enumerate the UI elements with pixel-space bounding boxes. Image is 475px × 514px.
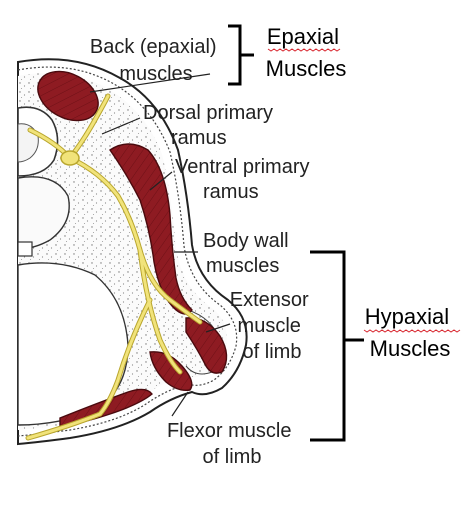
spellcheck-underline-hypaxial	[363, 329, 461, 333]
leader-lines	[89, 73, 231, 417]
extensor-muscle	[185, 317, 228, 374]
structure-labels: Back (epaxial) muscles Dorsal primary ra…	[90, 36, 315, 468]
hypaxial-bracket	[310, 250, 364, 442]
spinal-nerve	[25, 93, 203, 441]
spellcheck-underline-epaxial	[267, 48, 341, 52]
group-hypaxial: Hypaxial Muscles	[365, 304, 456, 361]
label-body-wall: Body wall muscles	[203, 230, 294, 277]
notochord-square	[17, 241, 33, 257]
label-extensor: Extensor muscle of limb	[230, 289, 315, 363]
group-epaxial: Epaxial Muscles	[266, 24, 347, 81]
epaxial-muscle	[37, 70, 99, 122]
label-flexor: Flexor muscle of limb	[167, 420, 297, 468]
epaxial-bracket	[228, 24, 254, 86]
dorsal-root-ganglion	[60, 150, 80, 166]
body-wall-muscle	[109, 143, 193, 315]
body-cross-section	[17, 58, 248, 446]
label-ventral-ramus: Ventral primary ramus	[175, 156, 315, 203]
label-dorsal-ramus: Dorsal primary ramus	[143, 102, 279, 149]
muscles	[37, 70, 228, 427]
label-back-muscles: Back (epaxial) muscles	[90, 36, 222, 85]
group-labels: Epaxial Muscles Hypaxial Muscles	[266, 24, 461, 361]
brackets	[228, 24, 364, 442]
flexor-muscle	[149, 351, 193, 392]
skin-inner-line	[17, 66, 238, 437]
